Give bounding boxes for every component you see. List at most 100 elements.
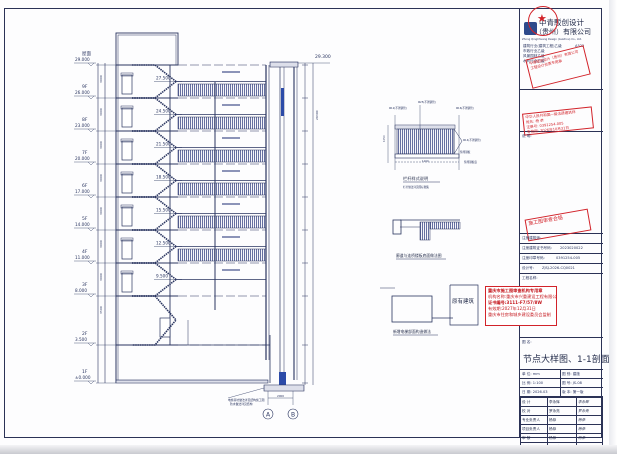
signature-name: 杨恭 bbox=[547, 415, 577, 425]
floor-label: 5F bbox=[82, 216, 88, 222]
railing-hatch bbox=[177, 116, 267, 130]
review-stamp-box: 重庆市施工图审查机构专用章 机构名称:重庆市兴重建设工程有限公司 证书编号:31… bbox=[485, 286, 557, 326]
existing-building-label: 原有建筑 bbox=[452, 297, 475, 305]
door-icon bbox=[121, 272, 133, 293]
landing-elevation: 15.500 bbox=[156, 208, 171, 213]
floor-label: 屋面 bbox=[82, 51, 91, 57]
architect-reg-row: 注册建筑证书号码: 2023020022 bbox=[520, 244, 603, 254]
floor-label: 1F bbox=[82, 369, 88, 375]
signature-role: 专业负责人 bbox=[520, 415, 548, 425]
stair-flight bbox=[132, 64, 177, 83]
signature-row: 设 计 李永辉 李永辉 bbox=[520, 397, 603, 407]
railing-detail: Φ12(不锈钢管) Φ25(不锈钢管) Φ16(不锈钢管) Φ14(不锈钢管) … bbox=[382, 100, 481, 189]
seal-reg-no: 0391254-005 bbox=[556, 256, 581, 260]
slab-note bbox=[222, 104, 240, 106]
company-name-2: （贵州）有限公司 bbox=[535, 28, 591, 36]
corridor-detail: 廊道与连桥楼板底面做法图 bbox=[392, 219, 461, 260]
drawing-title-area: 图 名: 节点大样图、1-1剖面图 bbox=[520, 338, 617, 370]
door-icon bbox=[121, 74, 133, 95]
signature-table: 设 计 李永辉 李永辉校 对 罗永亮 罗永亮专业负责人 杨恭 杨恭项目负责人 杨… bbox=[520, 397, 603, 452]
signature-role: 审 核 bbox=[520, 433, 548, 443]
signature-row: 项目负责人 杨恭 杨恭 bbox=[520, 424, 603, 434]
door-icon bbox=[121, 140, 133, 161]
railing-tag-2: Φ25(不锈钢管) bbox=[418, 100, 436, 104]
railing-hatch bbox=[177, 248, 267, 262]
floor-elevation: 26.000 bbox=[75, 90, 90, 95]
landing-elevation: 21.500 bbox=[156, 142, 171, 147]
storey-dimension: 3500 bbox=[99, 306, 103, 314]
railing-note: 栏杆做法详见国标图集 bbox=[403, 185, 429, 189]
landing-elevation: 18.500 bbox=[156, 175, 171, 180]
door-icon bbox=[121, 239, 133, 260]
qualification-4: 水利行业乙级 bbox=[523, 59, 545, 63]
title-block: 中青駁创设计 （贵州）有限公司 Zhong QingChuang Design … bbox=[519, 6, 617, 452]
floor-label: 7F bbox=[82, 150, 88, 156]
storey-dimension: 3000 bbox=[99, 75, 103, 83]
stair-flight bbox=[132, 80, 177, 99]
remarks-label: 说 明: bbox=[522, 134, 532, 138]
scale-row: 比 例: 1:100 图 号: JS-08 bbox=[520, 379, 603, 388]
slab-note bbox=[222, 71, 240, 73]
section-drawing: 屋面29.00030009F26.00030008F23.00030007F20… bbox=[74, 32, 481, 420]
railing-dim-3: 1100 bbox=[422, 159, 429, 163]
railing-hatch bbox=[177, 83, 267, 97]
railing-hatch bbox=[177, 182, 267, 196]
landing-elevation: 9.500 bbox=[156, 274, 168, 279]
stair-flight bbox=[132, 229, 177, 248]
top-elevation: 29.300 bbox=[315, 54, 331, 60]
project-name-row: 工程名称: bbox=[520, 274, 603, 338]
railing-hatch bbox=[177, 149, 267, 163]
signature-row: 专业负责人 杨恭 杨恭 bbox=[520, 415, 603, 425]
door-icon bbox=[121, 173, 133, 194]
seal-star-icon: ★ bbox=[537, 12, 547, 25]
unit-value: mm bbox=[532, 372, 540, 376]
stair-flight bbox=[132, 245, 177, 264]
axis-bubble-b bbox=[287, 408, 299, 420]
stair-flight bbox=[132, 130, 177, 149]
stair-flight bbox=[132, 212, 177, 231]
date-value: 2026.03 bbox=[532, 390, 548, 394]
floor-elevation: 17.000 bbox=[75, 189, 90, 194]
axis-label-a: A bbox=[266, 412, 271, 419]
signature-name: 李永辉 bbox=[547, 397, 577, 407]
floor-elevation: 14.000 bbox=[75, 222, 90, 227]
signature-sign: 杨恭 bbox=[576, 424, 603, 434]
storey-dimension: 3000 bbox=[99, 273, 103, 281]
floor-elevation: 8.000 bbox=[75, 288, 87, 293]
axis-dim: 2000 bbox=[277, 394, 284, 398]
floor-elevation: 23.000 bbox=[75, 123, 90, 128]
signature-sign: 杨恭 bbox=[576, 433, 603, 443]
company-name-1: 中青駁创设计 bbox=[539, 18, 584, 27]
company-header: 中青駁创设计 （贵州）有限公司 Zhong QingChuang Design … bbox=[520, 6, 603, 90]
architect-reg-no: 2023020022 bbox=[560, 246, 583, 250]
slab-note bbox=[222, 137, 240, 139]
storey-dimension: 3000 bbox=[99, 108, 103, 116]
drawing-no-value: JS-08 bbox=[572, 381, 582, 385]
slab-note bbox=[222, 269, 240, 271]
railing-tag-5: 预埋钢板 bbox=[460, 150, 471, 154]
stair-flight bbox=[132, 97, 177, 116]
registered-architect-row: 注册建筑师: bbox=[520, 234, 603, 244]
floor-label: 6F bbox=[82, 183, 88, 189]
stair-flight bbox=[132, 163, 177, 182]
level-marker: 2F3.500 bbox=[74, 331, 116, 347]
railing-tag-3: Φ16(不锈钢管) bbox=[456, 106, 474, 110]
door-icon bbox=[121, 107, 133, 128]
qualification-2: 市政行业乙级 bbox=[523, 49, 545, 53]
stair-flight bbox=[132, 146, 177, 165]
signature-name: 罗永亮 bbox=[547, 406, 577, 416]
page-shadow bbox=[0, 445, 617, 454]
stair-flight bbox=[132, 179, 177, 198]
design-no-row: 设计号: ZJSJ-2026-CQ0021 bbox=[520, 264, 603, 274]
axis-label-b: B bbox=[291, 412, 295, 419]
signature-role: 项目负责人 bbox=[520, 424, 548, 434]
storey-dimension: 3000 bbox=[99, 207, 103, 215]
floor-label: 3F bbox=[82, 282, 88, 288]
floor-elevation: 29.000 bbox=[75, 57, 90, 62]
unit-row: 单 位: mm 图 别: 建施 bbox=[520, 370, 603, 379]
